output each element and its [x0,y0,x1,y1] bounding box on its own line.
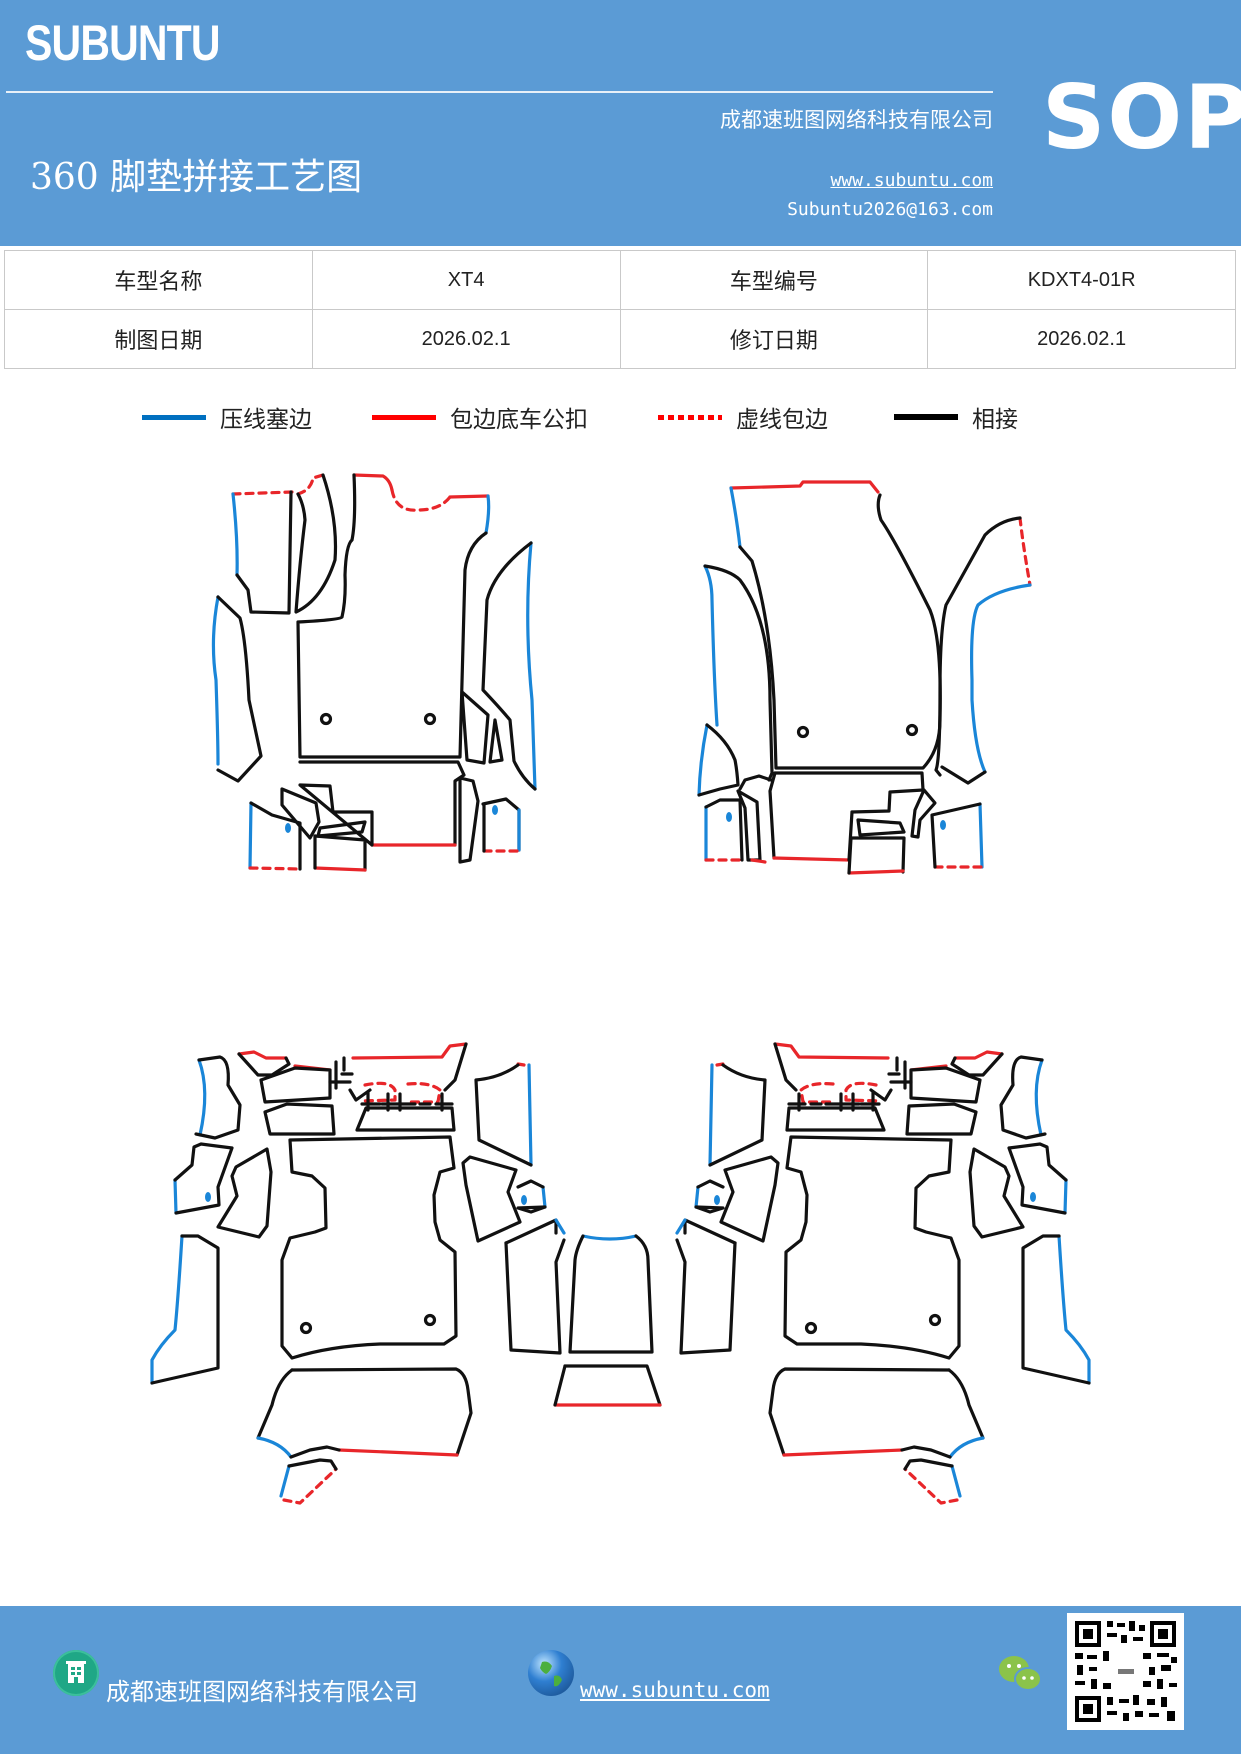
legend-label: 相接 [972,407,1018,433]
label-model-name: 车型名称 [4,250,313,310]
diagram-front-left [211,473,537,872]
legend-label: 虚线包边 [736,407,828,433]
legend-item-black: 相接 [894,400,1018,434]
vehicle-info-table: 车型名称 XT4 车型编号 KDXT4-01R 制图日期 2026.02.1 修… [4,250,1236,369]
footer-website-link[interactable]: www.subuntu.com [580,1678,770,1702]
website-link[interactable]: www.subuntu.com [830,170,993,191]
value-draw-date: 2026.02.1 [311,309,621,369]
legend-item-blue: 压线塞边 [142,400,312,434]
value-revise-date: 2026.02.1 [927,309,1236,369]
value-model-code: KDXT4-01R [927,250,1236,310]
header-divider [6,91,993,93]
qr-code[interactable] [1067,1613,1184,1730]
diagram-rear-left [150,1042,662,1505]
wechat-icon [996,1652,1044,1696]
header-banner: SUBUNTU 360 脚垫拼接工艺图 成都速班图网络科技有限公司 www.su… [0,0,1241,246]
legend-label: 包边底车公扣 [450,407,588,433]
table-row: 车型名称 XT4 车型编号 KDXT4-01R [4,250,1236,310]
brand-logo: SUBUNTU [25,15,221,71]
legend-item-dotted: 虚线包边 [658,400,828,434]
diagram-front-right [697,480,1032,875]
red-dotted-swatch [658,414,722,420]
label-revise-date: 修订日期 [619,309,929,369]
globe-icon [528,1650,574,1696]
blue-line-swatch [142,414,206,420]
diagram-rear-right [675,1042,1091,1505]
email-address: Subuntu2026@163.com [787,199,993,220]
legend-label: 压线塞边 [220,407,312,433]
line-legend: 压线塞边 包边底车公扣 虚线包边 相接 [0,400,1241,440]
label-model-code: 车型编号 [619,250,929,310]
black-line-swatch [894,414,958,420]
building-icon [53,1650,99,1696]
value-model-name: XT4 [311,250,621,310]
page-title: 360 脚垫拼接工艺图 [30,157,363,198]
company-name: 成都速班图网络科技有限公司 [720,108,993,132]
mat-diagrams: .k{stroke:#111;stroke-width:3.2;} .b{str… [150,473,1091,1505]
label-draw-date: 制图日期 [4,309,313,369]
table-row: 制图日期 2026.02.1 修订日期 2026.02.1 [4,309,1236,369]
red-line-swatch [372,414,436,420]
legend-item-red: 包边底车公扣 [372,400,588,434]
footer-company-name: 成都速班图网络科技有限公司 [106,1678,418,1706]
footer-banner: 成都速班图网络科技有限公司 www.subuntu.com [0,1606,1241,1754]
sop-badge: SOP [1042,66,1241,169]
